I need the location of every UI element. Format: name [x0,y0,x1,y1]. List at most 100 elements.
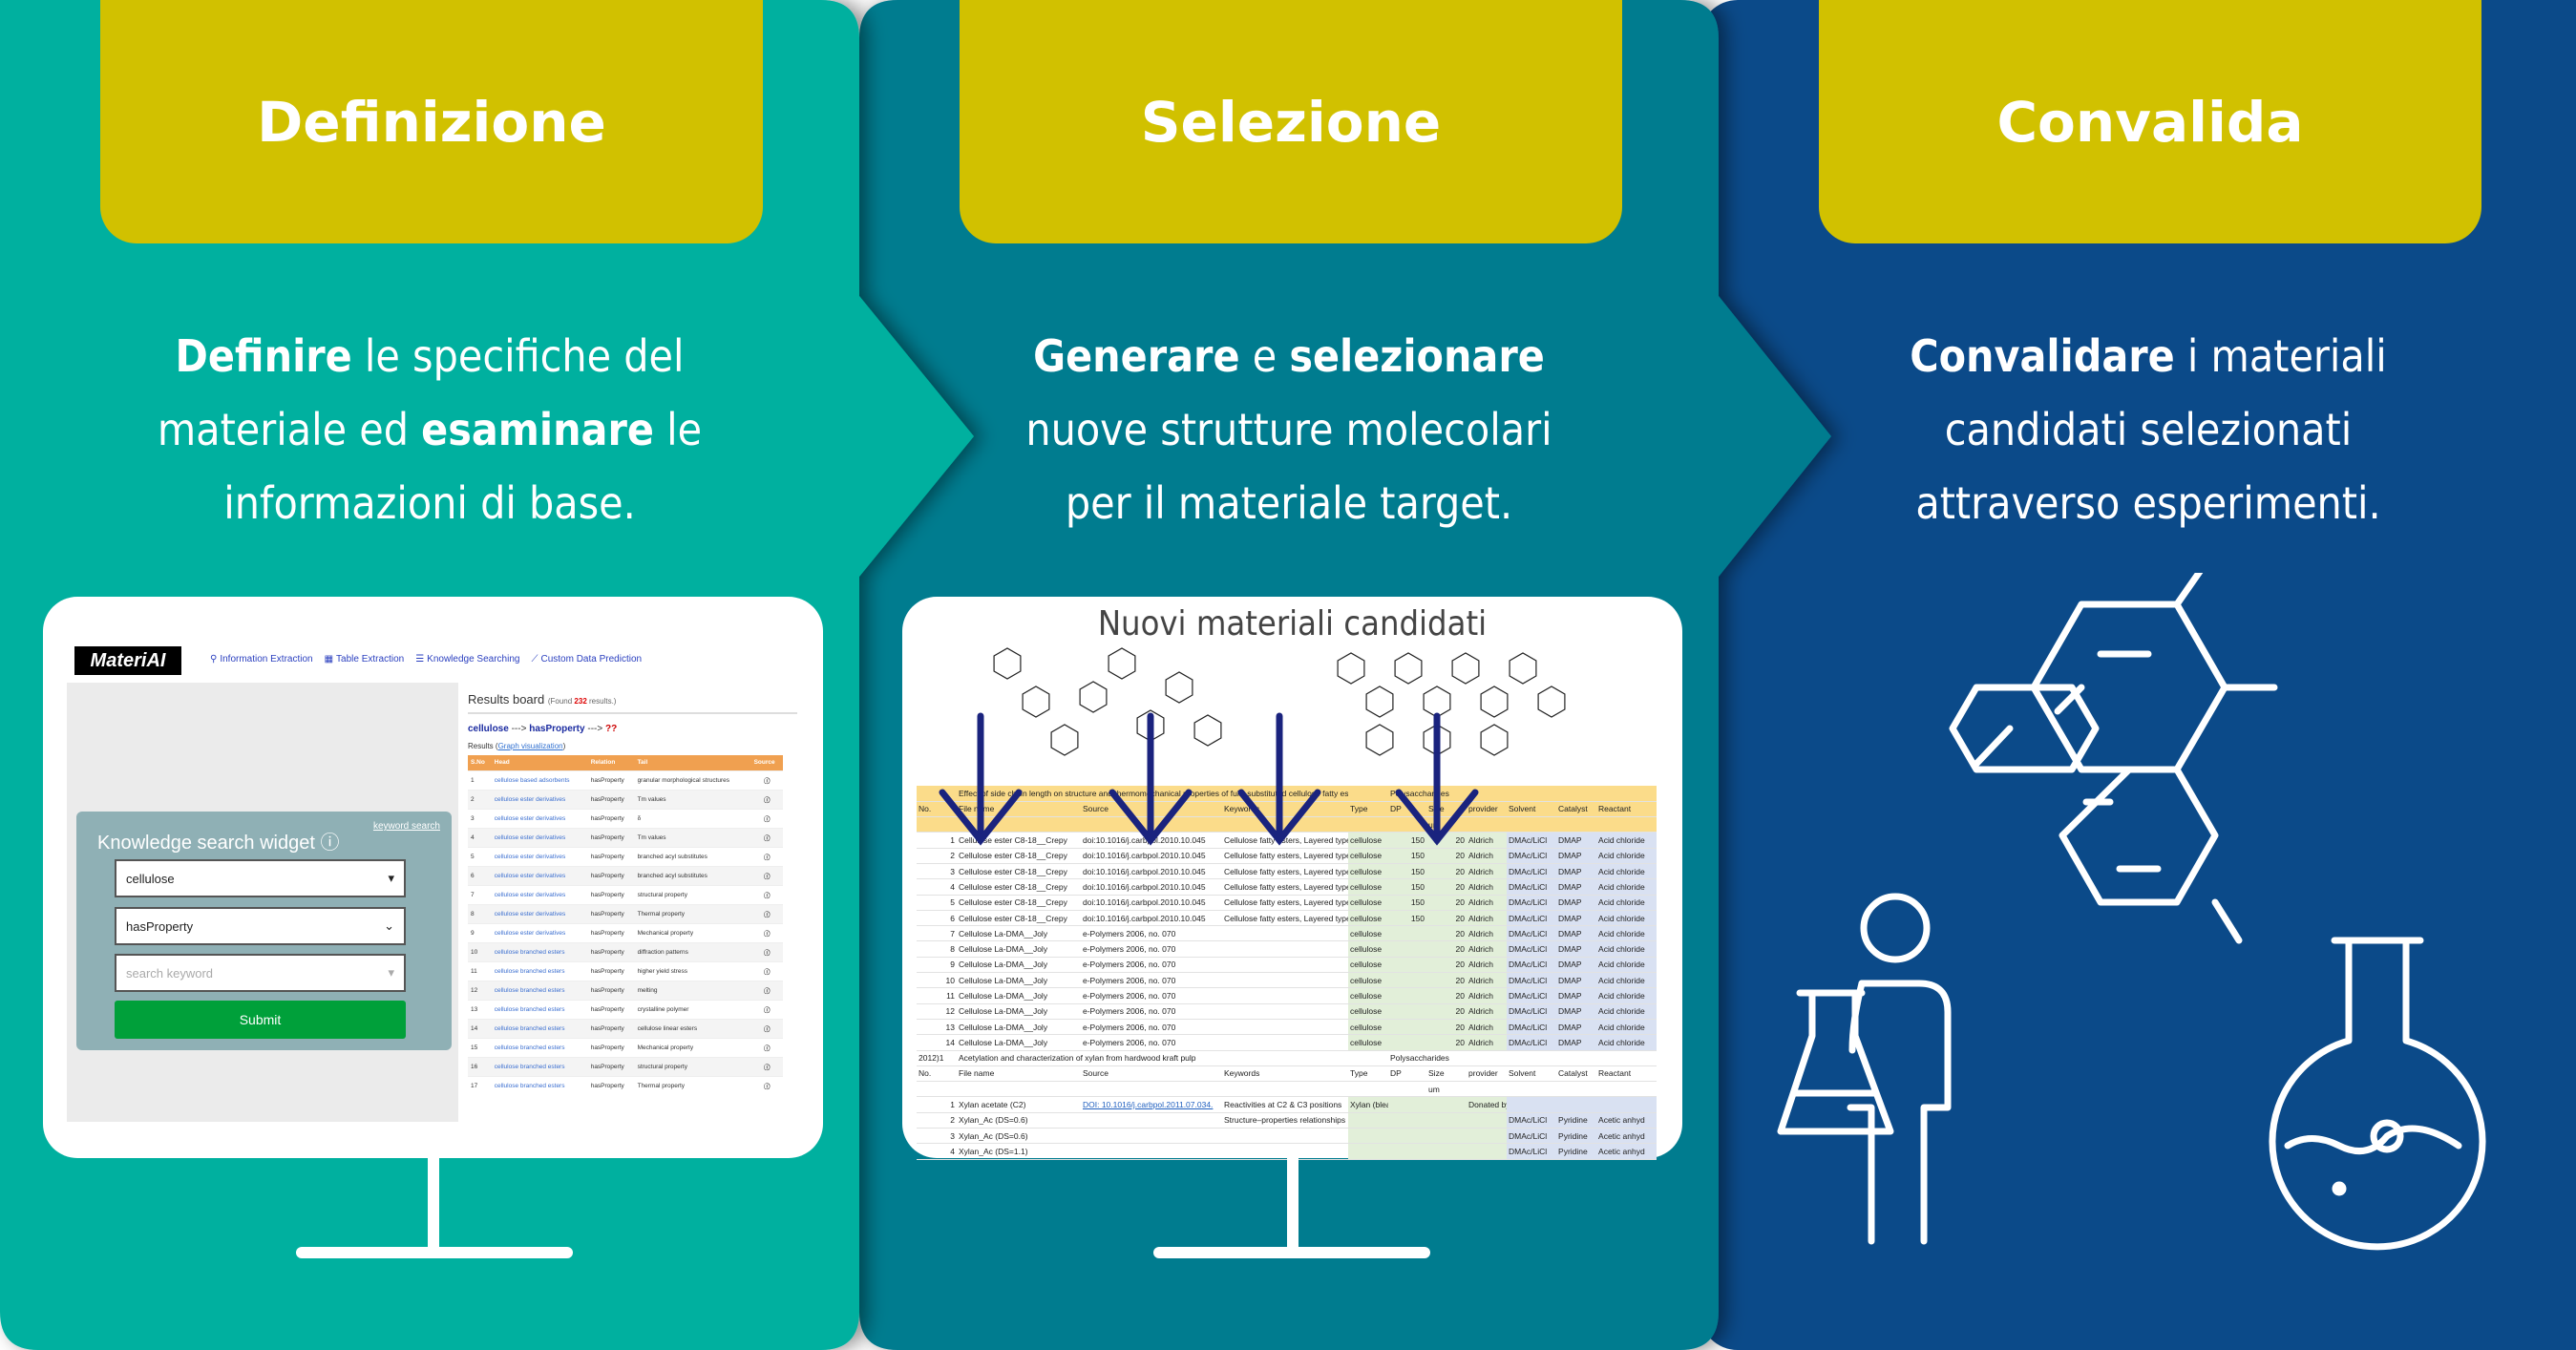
cell: 8 [917,940,957,958]
head-link[interactable]: cellulose ester derivatives [491,865,588,885]
cell [1596,1096,1658,1113]
cell [1222,1034,1349,1051]
head-link[interactable]: cellulose branched esters [491,1056,588,1076]
cell: doi:10.1016/j.carbpol.2010.10.045 [1081,878,1222,896]
cell: DMAP [1556,957,1597,974]
panel-convalida-bg [1700,0,2576,1350]
cell: Aldrich [1467,878,1508,896]
keyword-search-link[interactable]: keyword search [372,821,440,832]
info-icon[interactable]: ⓘ [750,865,783,885]
info-icon[interactable]: ⓘ [750,770,783,790]
cell [1388,1019,1427,1036]
cell: DMAc/LiCl [1507,895,1557,911]
description-line: attraverso esperimenti. [1757,467,2540,540]
cell: DMAc/LiCl [1507,832,1557,849]
head-link[interactable]: cellulose ester derivatives [491,827,588,847]
cell: cellulose [1348,957,1389,974]
cell: 1 [917,832,957,849]
head-link[interactable]: cellulose ester derivatives [491,884,588,904]
column-header: File name [957,801,1081,818]
doi-link[interactable]: DOI: 10.1016/j.carbpol.2011.07.034. [1083,1100,1214,1110]
row-number: 17 [468,1075,492,1095]
cell: DMAP [1556,848,1597,864]
row-number: 7 [468,884,492,904]
cell: Xylan_Ac (DS=1.1) [957,1143,1081,1160]
column-header: Keywords [1222,1065,1349,1083]
head-link[interactable]: cellulose branched esters [491,1018,588,1038]
head-select[interactable]: cellulose▾ [115,859,406,897]
cell: 20 [1426,1003,1467,1020]
info-icon[interactable]: ⓘ [750,1037,783,1057]
head-link[interactable]: cellulose branched esters [491,941,588,961]
head-link[interactable]: cellulose ester derivatives [491,903,588,923]
cell: e-Polymers 2006, no. 070 [1081,1034,1222,1051]
head-link[interactable]: cellulose ester derivatives [491,789,588,809]
info-icon[interactable]: ⓘ [750,789,783,809]
info-icon[interactable]: ⓘ [750,1075,783,1095]
relation-select[interactable]: hasProperty⌄ [115,907,406,945]
nav-table-extraction[interactable]: ▦Table Extraction [324,654,405,664]
head-link[interactable]: cellulose branched esters [491,1075,588,1095]
info-icon[interactable]: ⓘ [750,827,783,847]
cell [1081,1081,1222,1098]
emphasis-text: Definire [175,330,352,382]
tail: structural property [634,1056,751,1076]
cell: 4 [917,1143,957,1160]
cell: cellulose [1348,925,1389,942]
info-icon[interactable]: ⓘ [750,922,783,942]
description-line: materiale ed esaminare le [38,393,821,467]
nav-knowledge-searching[interactable]: ☰Knowledge Searching [415,654,520,664]
info-icon[interactable]: ⓘ [750,960,783,981]
info-icon[interactable]: ⓘ [750,941,783,961]
ring [1365,724,1394,756]
emphasis-text: Convalidare [1910,330,2175,382]
info-icon[interactable]: ⓘ [750,884,783,904]
cell [1222,1003,1349,1020]
cell: DMAP [1556,832,1597,849]
column-header: S.No [468,755,492,770]
head-link[interactable]: cellulose ester derivatives [491,846,588,866]
text: le specifiche del [351,330,685,382]
nav-information-extraction[interactable]: ⚲Information Extraction [210,654,313,664]
cell: Acid chloride [1596,957,1658,974]
submit-button[interactable]: Submit [115,1001,406,1039]
head-link[interactable]: cellulose branched esters [491,960,588,981]
description-line: Definire le specifiche del [38,320,821,393]
cell: 20 [1426,832,1467,849]
cell [1081,1128,1222,1145]
cell: cellulose [1348,863,1389,880]
info-icon[interactable]: ⓘ [750,846,783,866]
tail-search-input[interactable]: search keyword▾ [115,954,406,992]
head-link[interactable]: cellulose ester derivatives [491,808,588,828]
info-icon[interactable]: ⓘ [750,903,783,923]
head-link[interactable]: cellulose branched esters [491,980,588,1000]
head-link[interactable]: cellulose branched esters [491,1037,588,1057]
cell: DOI: 10.1016/j.carbpol.2011.07.034. [1081,1096,1222,1113]
cell: Pyridine [1556,1128,1597,1145]
graph-visualization-link[interactable]: Graph visualization [497,742,563,750]
info-icon[interactable]: ⓘ [750,999,783,1019]
head-link[interactable]: cellulose based adsorbents [491,770,588,790]
info-icon[interactable]: ⓘ [750,808,783,828]
cell: 20 [1426,910,1467,927]
nav-custom-data-prediction[interactable]: ⟋Custom Data Prediction [531,654,643,664]
info-icon[interactable]: ⓘ [750,980,783,1000]
head-link[interactable]: cellulose branched esters [491,999,588,1019]
cell: DMAc/LiCl [1507,1034,1557,1051]
cell: Acid chloride [1596,1034,1658,1051]
round-flask-icon [2269,937,2486,1251]
cell [1388,1081,1427,1098]
column-header: Source [1081,1065,1222,1083]
info-icon[interactable]: ⓘ [750,1056,783,1076]
hexagon-molecule-icon [1949,573,2278,944]
section-number: 2012)1 [917,1050,957,1066]
info-icon[interactable]: ⓘ [750,1018,783,1038]
head-link[interactable]: cellulose ester derivatives [491,922,588,942]
cell: DMAc/LiCl [1507,910,1557,927]
